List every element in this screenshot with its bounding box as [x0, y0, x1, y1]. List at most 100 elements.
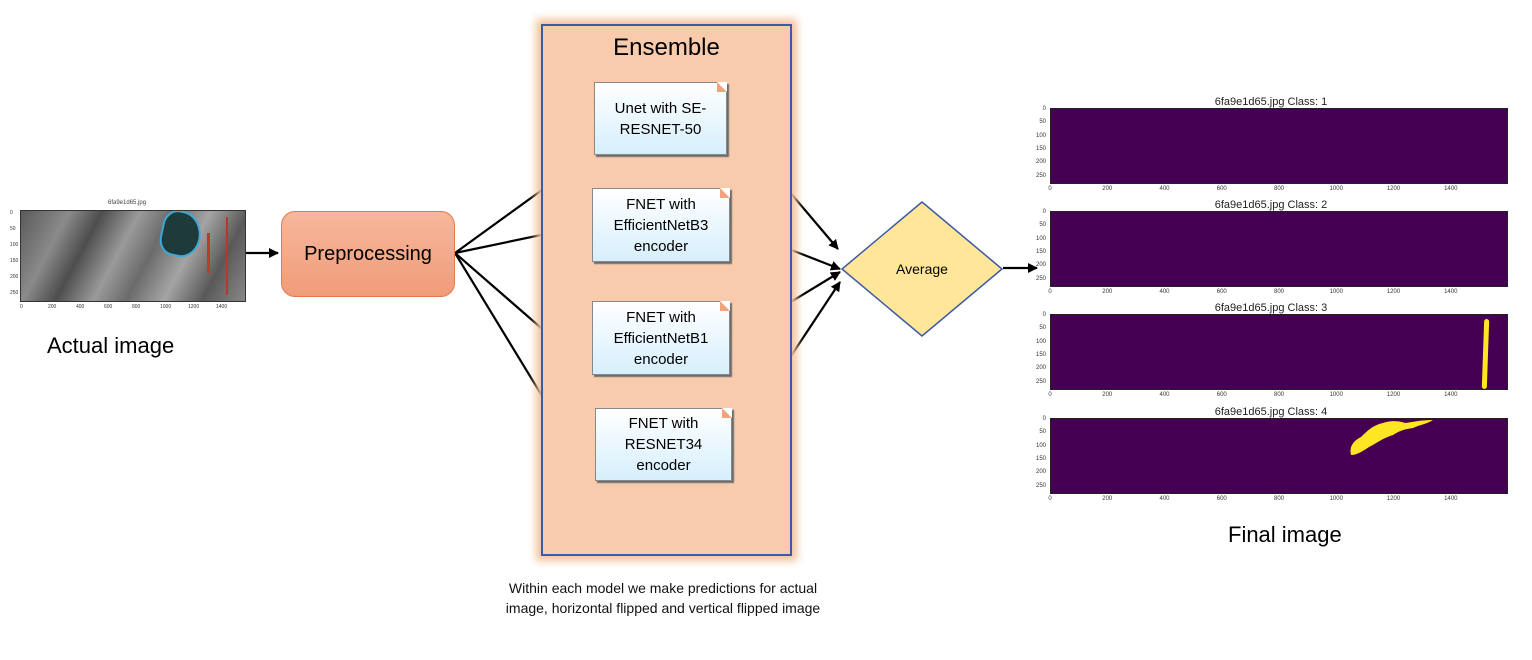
mask-plot: [1050, 108, 1508, 184]
x-tick-label: 0: [1048, 289, 1052, 295]
y-tick-label: 100: [1035, 235, 1046, 242]
x-tick-label: 600: [1216, 186, 1227, 192]
y-tick-label: 250: [1035, 482, 1046, 489]
y-tick-label: 150: [10, 258, 19, 264]
preprocessing-box: Preprocessing: [281, 211, 455, 297]
x-tick-label: 1000: [1329, 392, 1343, 398]
defect-region-blue: [156, 211, 206, 261]
defect-region-red: [207, 233, 210, 273]
y-tick-label: 50: [1039, 119, 1046, 126]
mask-panel-x-axis: 0 200 400 600 800 1000 1200 1400: [1048, 289, 1508, 299]
x-tick-label: 600: [104, 304, 113, 310]
y-tick-label: 150: [1035, 146, 1046, 152]
x-tick-label: 800: [1273, 392, 1285, 398]
preprocessing-label: Preprocessing: [304, 242, 432, 265]
actual-image-photo: [20, 210, 246, 302]
x-tick-label: 1200: [188, 304, 200, 310]
x-tick-label: 1200: [1386, 186, 1401, 192]
x-tick-label: 800: [132, 304, 141, 310]
x-tick-label: 1000: [1329, 186, 1343, 192]
y-tick-label: 100: [1035, 338, 1046, 345]
x-tick-label: 200: [48, 304, 57, 310]
x-tick-label: 400: [1159, 289, 1170, 295]
x-tick-label: 0: [1048, 186, 1052, 192]
model-unet-se-resnet50: Unet with SE- RESNET-50: [594, 82, 727, 155]
final-image-caption: Final image: [1228, 522, 1342, 547]
ensemble-title: Ensemble: [613, 34, 720, 61]
model-2-line-1: FNET with: [626, 195, 696, 213]
mask-panel-title: 6fa9e1d65.jpg Class: 4: [1214, 406, 1328, 418]
x-tick-label: 200: [1102, 186, 1113, 192]
y-tick-label: 250: [1035, 275, 1046, 282]
y-tick-label: 200: [1035, 469, 1046, 476]
x-tick-label: 1200: [1386, 289, 1401, 295]
mask-plot: [1050, 211, 1508, 287]
y-tick-label: 50: [1039, 222, 1046, 229]
y-tick-label: 150: [1035, 249, 1046, 255]
y-tick-label: 250: [1035, 378, 1046, 385]
x-tick-label: 400: [76, 304, 85, 310]
defect-mask-region: [1481, 318, 1490, 389]
average-label: Average: [896, 261, 948, 277]
x-tick-label: 1400: [1444, 289, 1458, 295]
y-tick-label: 0: [1042, 209, 1046, 215]
ensemble-note: Within each model we make predictions fo…: [505, 580, 821, 616]
x-tick-label: 200: [1102, 496, 1113, 502]
mask-panel-y-axis: 0 50 100 150 200 250: [1032, 209, 1048, 287]
y-tick-label: 0: [1042, 416, 1046, 422]
model-fnet-resnet34: FNET with RESNET34 encoder: [595, 408, 732, 481]
mask-panel-title: 6fa9e1d65.jpg Class: 2: [1214, 199, 1328, 211]
model-1-line-1: Unet with SE-: [614, 99, 707, 117]
model-3-line-2: EfficientNetB1: [613, 329, 709, 347]
x-tick-label: 600: [1216, 392, 1227, 398]
actual-image-title: 6fa9e1d65.jpg: [108, 200, 147, 206]
folded-corner: [722, 408, 732, 418]
actual-image-caption: Actual image: [47, 333, 175, 358]
x-tick-label: 600: [1216, 289, 1227, 295]
mask-panel-title: 6fa9e1d65.jpg Class: 3: [1214, 302, 1328, 314]
mask-panel-title: 6fa9e1d65.jpg Class: 1: [1214, 96, 1328, 108]
x-tick-label: 200: [1102, 289, 1113, 295]
x-tick-label: 1200: [1386, 392, 1401, 398]
y-tick-label: 0: [10, 210, 13, 216]
y-tick-label: 150: [1035, 456, 1046, 462]
folded-corner: [717, 82, 727, 92]
y-tick-label: 200: [10, 274, 19, 280]
x-tick-label: 0: [20, 304, 23, 310]
y-tick-label: 0: [1042, 312, 1046, 318]
x-tick-label: 1400: [1444, 496, 1458, 502]
y-tick-label: 50: [1039, 429, 1046, 436]
y-tick-label: 100: [1035, 132, 1046, 139]
x-tick-label: 800: [1273, 186, 1285, 192]
x-tick-label: 400: [1159, 392, 1170, 398]
y-tick-label: 50: [1039, 325, 1046, 332]
model-fnet-efficientnetb3: FNET with EfficientNetB3 encoder: [592, 188, 730, 262]
model-1-line-2: RESNET-50: [619, 120, 702, 138]
x-tick-label: 400: [1159, 496, 1170, 502]
model-4-line-3: encoder: [636, 457, 691, 474]
x-tick-label: 0: [1048, 392, 1052, 398]
x-tick-label: 1000: [1329, 289, 1343, 295]
folded-corner: [720, 301, 730, 311]
x-tick-label: 1000: [1329, 496, 1343, 502]
y-tick-label: 250: [10, 290, 19, 296]
x-tick-label: 1400: [216, 304, 228, 310]
x-tick-label: 0: [1048, 496, 1052, 502]
y-tick-label: 200: [1035, 262, 1046, 269]
x-tick-label: 400: [1159, 186, 1170, 192]
defect-mask-region: [1350, 420, 1433, 455]
y-tick-label: 200: [1035, 365, 1046, 372]
mask-plot: [1050, 314, 1508, 390]
x-tick-label: 800: [1273, 289, 1285, 295]
y-tick-label: 250: [1035, 172, 1046, 179]
x-tick-label: 1200: [1386, 496, 1401, 502]
